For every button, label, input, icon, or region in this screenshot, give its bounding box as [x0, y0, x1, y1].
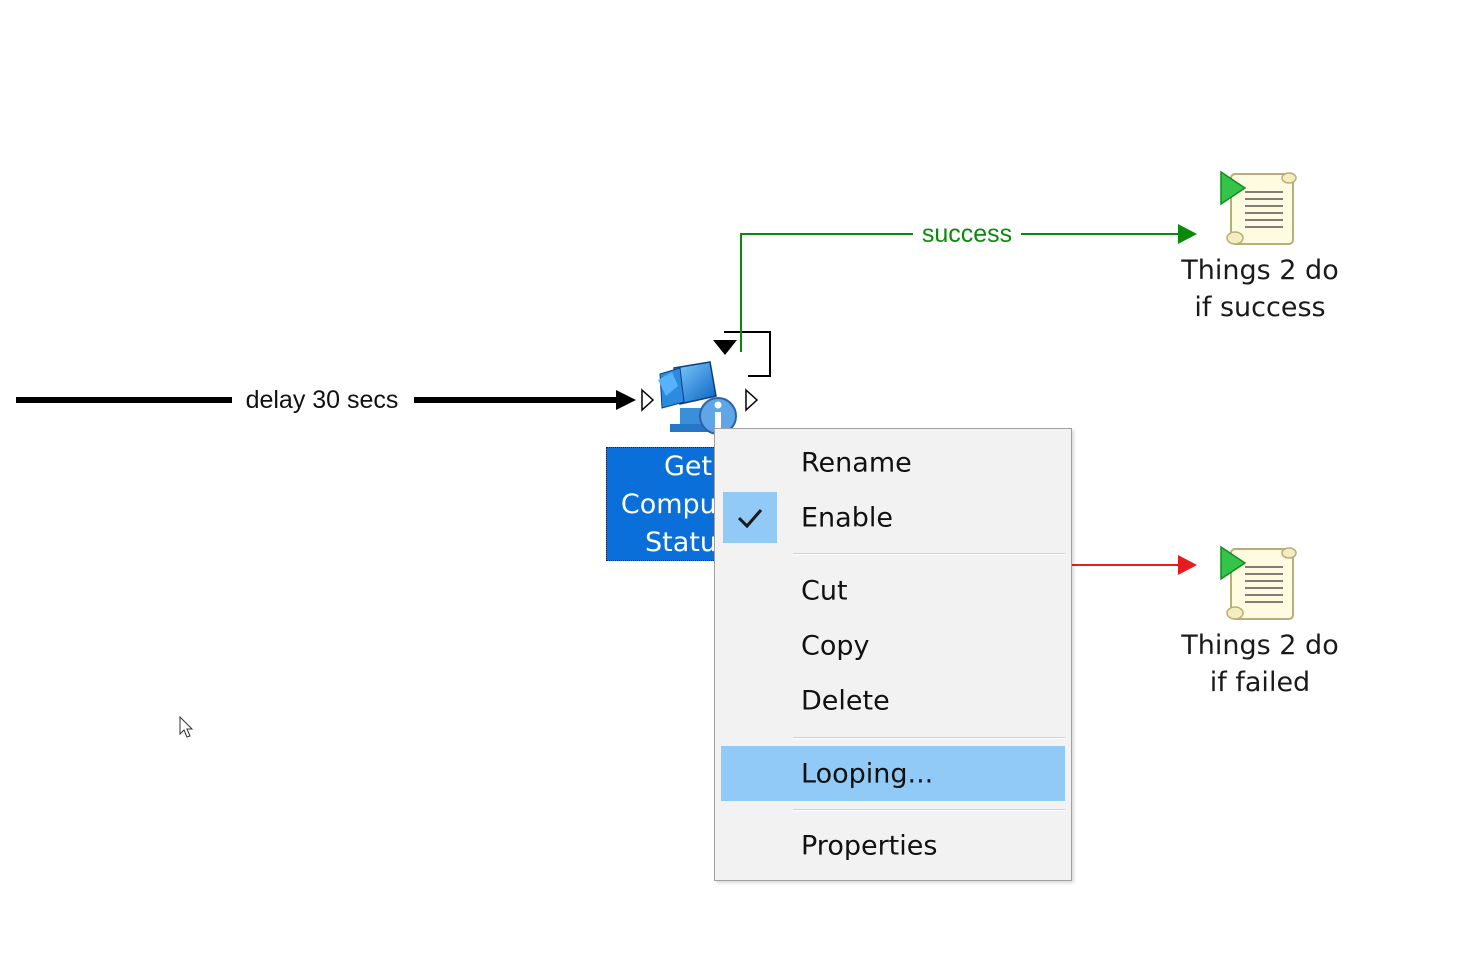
- activity-label-line: Things 2 do: [1181, 630, 1339, 661]
- activity-label-line: Get: [663, 451, 713, 482]
- link-failure[interactable]: [1072, 555, 1197, 575]
- mouse-cursor-icon: [179, 716, 194, 738]
- activity-things-if-success[interactable]: Things 2 do if success: [1172, 168, 1348, 326]
- computer-info-icon[interactable]: [652, 358, 744, 440]
- link-success-label: success: [922, 220, 1012, 248]
- menu-item-label: Looping...: [801, 758, 934, 789]
- loop-indicator-icon: [713, 331, 771, 377]
- menu-item-label: Enable: [801, 502, 893, 533]
- menu-item-copy[interactable]: Copy: [721, 618, 1065, 673]
- activity-things-if-failed[interactable]: Things 2 do if failed: [1172, 543, 1348, 701]
- checkmark-icon: [723, 492, 777, 543]
- script-scroll-icon: [1220, 545, 1297, 620]
- menu-item-label: Rename: [801, 447, 912, 478]
- script-scroll-icon: [1220, 170, 1297, 245]
- context-menu: Rename Enable Cut Copy Delete Looping...…: [714, 428, 1072, 881]
- input-port-icon: [641, 388, 655, 412]
- menu-item-looping[interactable]: Looping...: [721, 746, 1065, 801]
- menu-separator: [793, 809, 1065, 811]
- output-port-icon[interactable]: [745, 388, 759, 412]
- menu-item-rename[interactable]: Rename: [721, 435, 1065, 490]
- activity-label-line: Things 2 do: [1181, 255, 1339, 286]
- menu-item-cut[interactable]: Cut: [721, 563, 1065, 618]
- menu-separator: [793, 553, 1065, 555]
- menu-separator: [793, 737, 1065, 739]
- menu-item-label: Copy: [801, 630, 870, 661]
- menu-item-label: Properties: [801, 830, 938, 861]
- menu-item-enable[interactable]: Enable: [721, 490, 1065, 545]
- link-success[interactable]: success: [740, 220, 1197, 352]
- link-delay-label: delay 30 secs: [246, 386, 399, 414]
- menu-item-label: Cut: [801, 575, 848, 606]
- menu-item-properties[interactable]: Properties: [721, 818, 1065, 873]
- link-delay[interactable]: delay 30 secs: [16, 386, 636, 414]
- menu-item-delete[interactable]: Delete: [721, 673, 1065, 728]
- activity-label-line: if failed: [1209, 667, 1311, 698]
- activity-label-line: if success: [1194, 292, 1326, 323]
- menu-item-label: Delete: [801, 685, 890, 716]
